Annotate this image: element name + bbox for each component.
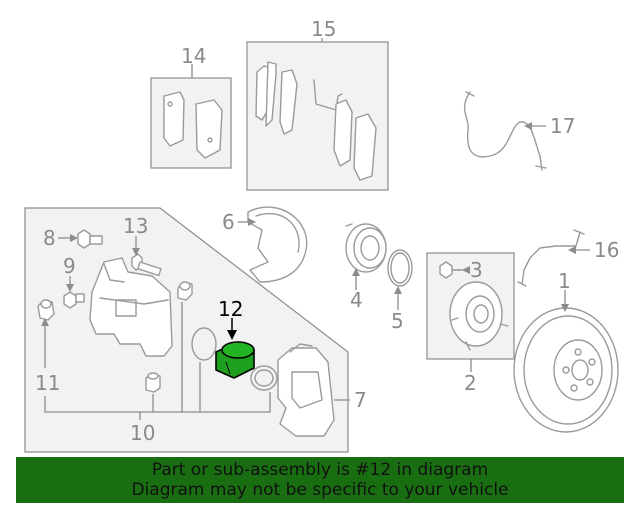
callout-8[interactable]: 8 xyxy=(43,226,56,250)
callout-2[interactable]: 2 xyxy=(464,371,477,395)
wheel-bearing-icon-4[interactable] xyxy=(345,223,387,273)
brake-pad-icon-14[interactable] xyxy=(163,91,223,159)
callout-3[interactable]: 3 xyxy=(470,258,483,282)
dust-shield-icon-6[interactable] xyxy=(247,206,308,283)
callout-12-highlighted[interactable]: 12 xyxy=(218,297,243,321)
seal-ring-icon[interactable] xyxy=(191,327,278,391)
guide-pin-icon-13[interactable] xyxy=(131,253,162,277)
callout-1[interactable]: 1 xyxy=(558,269,571,293)
piston-icon-12[interactable] xyxy=(215,341,255,379)
callout-10[interactable]: 10 xyxy=(130,421,155,445)
info-banner: Part or sub-assembly is #12 in diagram D… xyxy=(16,457,624,503)
caliper-body-icon[interactable] xyxy=(89,257,173,357)
callout-17[interactable]: 17 xyxy=(550,114,575,138)
snap-ring-icon-5[interactable] xyxy=(387,249,413,287)
callout-9[interactable]: 9 xyxy=(63,254,76,278)
hub-bolt-icon-3[interactable] xyxy=(439,261,461,279)
sensor-bracket-icon-16[interactable] xyxy=(517,229,585,287)
sleeve-icon-10[interactable] xyxy=(145,372,161,393)
callout-15[interactable]: 15 xyxy=(311,17,336,41)
callout-7[interactable]: 7 xyxy=(354,388,367,412)
sensor-wire-icon-17[interactable] xyxy=(463,91,547,171)
banner-line-2: Diagram may not be specific to your vehi… xyxy=(131,480,509,500)
callout-13[interactable]: 13 xyxy=(123,214,148,238)
callout-5[interactable]: 5 xyxy=(391,309,404,333)
banner-line-1: Part or sub-assembly is #12 in diagram xyxy=(151,460,489,480)
wheel-hub-icon-2[interactable] xyxy=(449,281,509,351)
callout-16[interactable]: 16 xyxy=(594,238,619,262)
bleeder-screw-icon-9[interactable] xyxy=(63,291,85,309)
bolt-icon-8[interactable] xyxy=(77,229,103,249)
caliper-bracket-icon-7[interactable] xyxy=(277,343,335,437)
callout-6[interactable]: 6 xyxy=(222,210,235,234)
callout-11[interactable]: 11 xyxy=(35,371,60,395)
callout-14[interactable]: 14 xyxy=(181,44,206,68)
brake-rotor-icon-1[interactable] xyxy=(513,307,619,433)
pad-clip-set-icon-15[interactable] xyxy=(255,61,377,181)
callout-4[interactable]: 4 xyxy=(350,288,363,312)
boot-icon-11[interactable] xyxy=(37,281,193,321)
